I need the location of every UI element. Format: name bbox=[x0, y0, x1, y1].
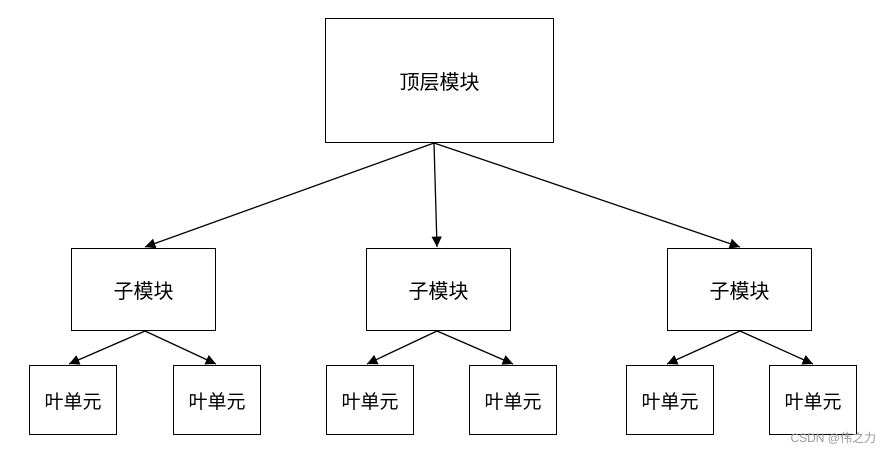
sub-module-box: 子模块 bbox=[667, 248, 812, 331]
sub-module-box: 子模块 bbox=[71, 248, 216, 331]
arrow-top-to-sub-2 bbox=[431, 142, 442, 248]
leaf-unit-label: 叶单元 bbox=[188, 390, 246, 413]
sub-module-label: 子模块 bbox=[709, 279, 770, 303]
sub-module-label: 子模块 bbox=[408, 279, 469, 303]
arrow-sub-1-to-leaf-2 bbox=[144, 330, 217, 365]
leaf-unit-box: 叶单元 bbox=[469, 365, 557, 435]
leaf-unit-box: 叶单元 bbox=[326, 365, 414, 435]
leaf-unit-box: 叶单元 bbox=[626, 365, 714, 435]
arrow-sub-1-to-leaf-1 bbox=[68, 330, 146, 365]
leaf-unit-label: 叶单元 bbox=[641, 390, 699, 413]
arrow-top-to-sub-1 bbox=[144, 142, 435, 249]
leaf-unit-label: 叶单元 bbox=[44, 390, 102, 413]
leaf-unit-label: 叶单元 bbox=[484, 390, 542, 413]
sub-module-box: 子模块 bbox=[366, 248, 511, 331]
arrow-sub-2-to-leaf-3 bbox=[366, 330, 438, 365]
sub-module-label: 子模块 bbox=[113, 279, 174, 303]
leaf-unit-box: 叶单元 bbox=[173, 365, 261, 435]
arrow-sub-2-to-leaf-4 bbox=[436, 330, 514, 365]
leaf-unit-label: 叶单元 bbox=[784, 390, 842, 413]
watermark: CSDN @伟之力 bbox=[790, 431, 876, 445]
top-module-label: 顶层模块 bbox=[399, 70, 480, 94]
leaf-unit-box: 叶单元 bbox=[769, 365, 857, 435]
leaf-unit-box: 叶单元 bbox=[29, 365, 117, 435]
arrow-sub-3-to-leaf-6 bbox=[739, 330, 814, 365]
top-module-box: 顶层模块 bbox=[325, 18, 554, 143]
leaf-unit-label: 叶单元 bbox=[341, 390, 399, 413]
arrow-sub-3-to-leaf-5 bbox=[666, 330, 741, 365]
arrow-top-to-sub-3 bbox=[433, 142, 741, 249]
